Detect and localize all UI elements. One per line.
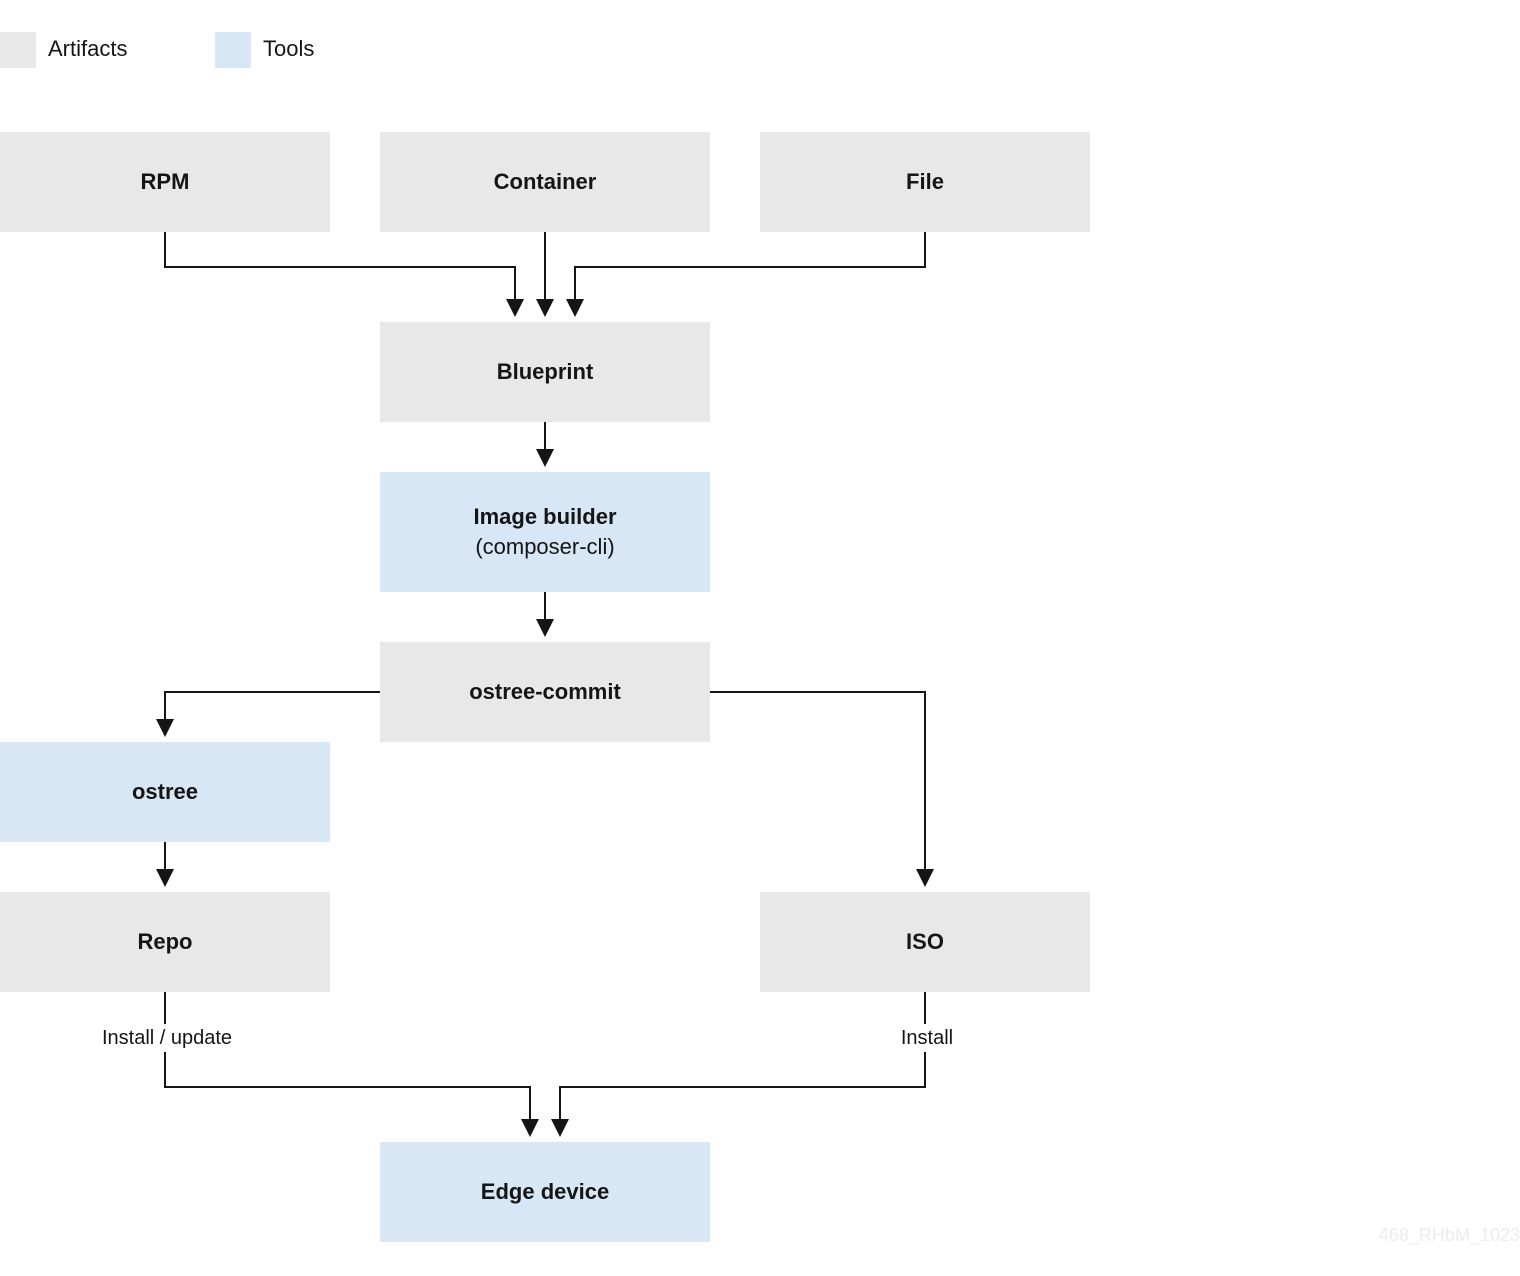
node-rpm-label: RPM bbox=[140, 169, 190, 194]
edge-file-blueprint bbox=[574, 232, 926, 300]
node-ostree-commit-label: ostree-commit bbox=[469, 679, 621, 704]
node-container: Container bbox=[380, 132, 710, 232]
node-file-label: File bbox=[906, 169, 944, 194]
node-ostree-commit: ostree-commit bbox=[380, 642, 710, 742]
legend-tools-swatch bbox=[215, 32, 251, 68]
node-edge-device-label: Edge device bbox=[480, 1179, 610, 1204]
arrowhead-rpm-blueprint bbox=[506, 299, 524, 317]
arrowhead-iso-edge-device bbox=[551, 1119, 569, 1137]
arrowhead-file-blueprint bbox=[566, 299, 584, 317]
arrowhead-blueprint-image-builder bbox=[536, 449, 554, 467]
node-ostree: ostree bbox=[0, 742, 330, 842]
node-image-builder: Image builder (composer-cli) bbox=[380, 472, 710, 592]
node-ostree-label: ostree bbox=[131, 779, 199, 804]
node-container-label: Container bbox=[493, 169, 597, 194]
watermark-id: 468_RHbM_1023 bbox=[1378, 1225, 1520, 1245]
node-blueprint-label: Blueprint bbox=[496, 359, 594, 384]
edge-label-install: Install bbox=[885, 1024, 969, 1052]
legend-artifacts-label: Artifacts bbox=[48, 36, 128, 61]
edge-iso-edge-device bbox=[559, 992, 926, 1120]
node-image-builder-sublabel: (composer-cli) bbox=[475, 534, 615, 559]
edge-rpm-blueprint bbox=[164, 232, 516, 300]
arrowhead-ostree-commit-ostree bbox=[156, 719, 174, 737]
edge-label-install-update: Install / update bbox=[80, 1024, 254, 1052]
node-repo: Repo bbox=[0, 892, 330, 992]
legend-tools-label: Tools bbox=[263, 36, 315, 61]
arrowhead-ostree-commit-iso bbox=[916, 869, 934, 887]
node-image-builder-label: Image builder bbox=[473, 504, 617, 529]
arrowhead-ostree-repo bbox=[156, 869, 174, 887]
edge-ostree-commit-ostree bbox=[164, 691, 380, 720]
node-file: File bbox=[760, 132, 1090, 232]
edge-repo-edge-device bbox=[164, 992, 531, 1120]
edge-ostree-commit-iso bbox=[710, 691, 926, 870]
node-edge-device: Edge device bbox=[380, 1142, 710, 1242]
node-blueprint: Blueprint bbox=[380, 322, 710, 422]
node-iso-label: ISO bbox=[906, 929, 944, 954]
arrowhead-container-blueprint bbox=[536, 299, 554, 317]
arrowhead-image-builder-ostree-commit bbox=[536, 619, 554, 637]
node-repo-label: Repo bbox=[137, 929, 193, 954]
arrowhead-repo-edge-device bbox=[521, 1119, 539, 1137]
legend-artifacts-swatch bbox=[0, 32, 36, 68]
node-rpm: RPM bbox=[0, 132, 330, 232]
node-iso: ISO bbox=[760, 892, 1090, 992]
